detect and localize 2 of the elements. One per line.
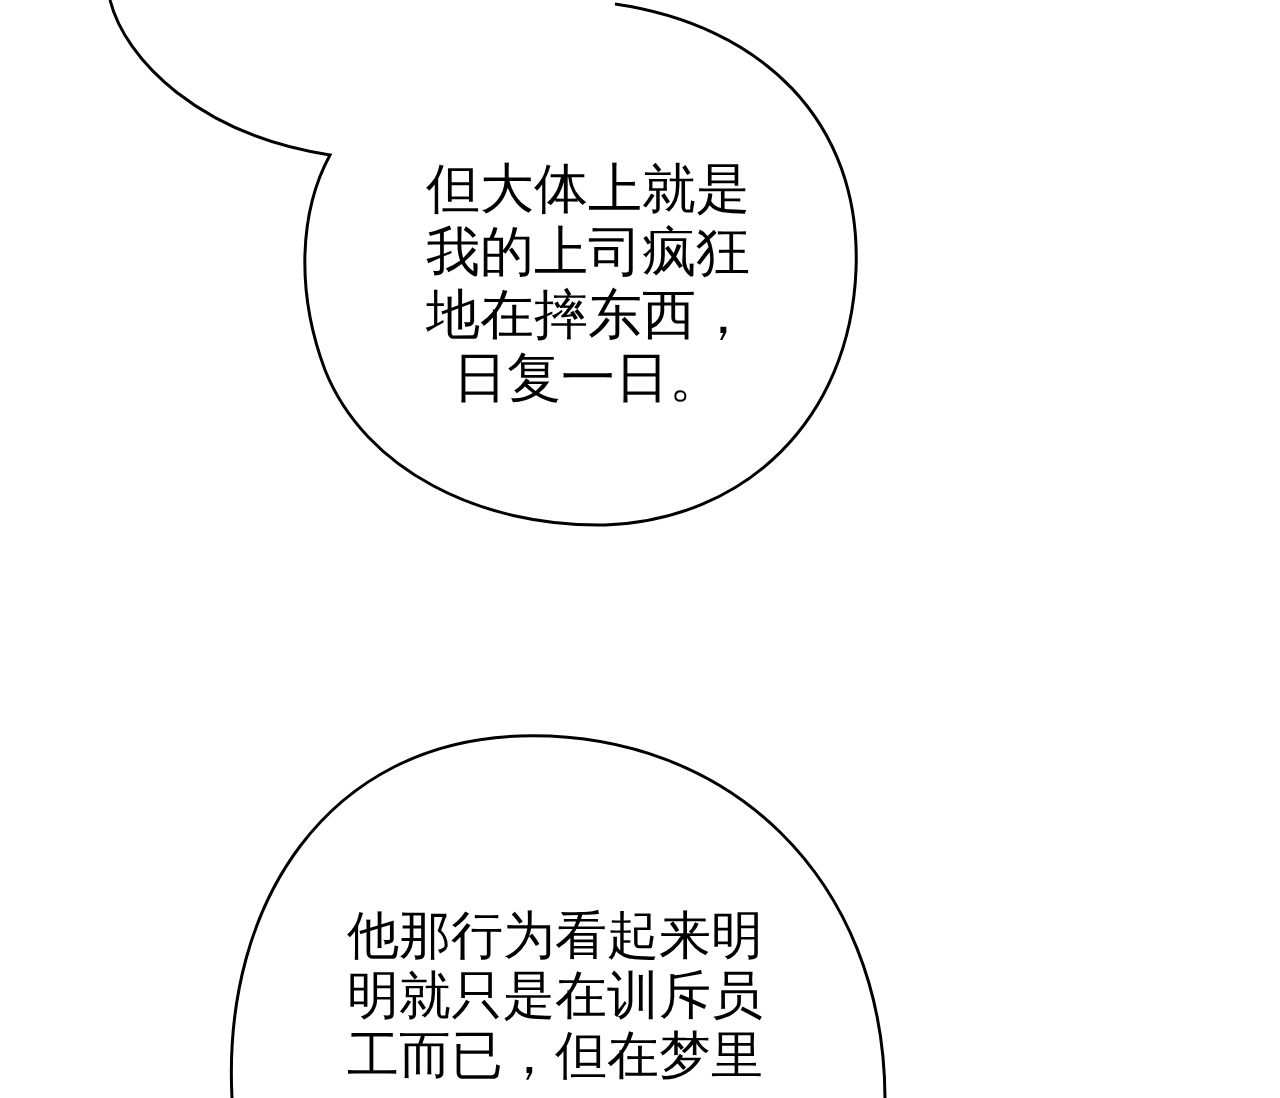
dialogue-text: 但大体上就是我的上司疯狂地在摔东西，日复一日。 <box>425 157 751 409</box>
dialogue-text: 他那行为看起来明明就只是在训斥员工而已，但在梦里 <box>346 905 764 1085</box>
